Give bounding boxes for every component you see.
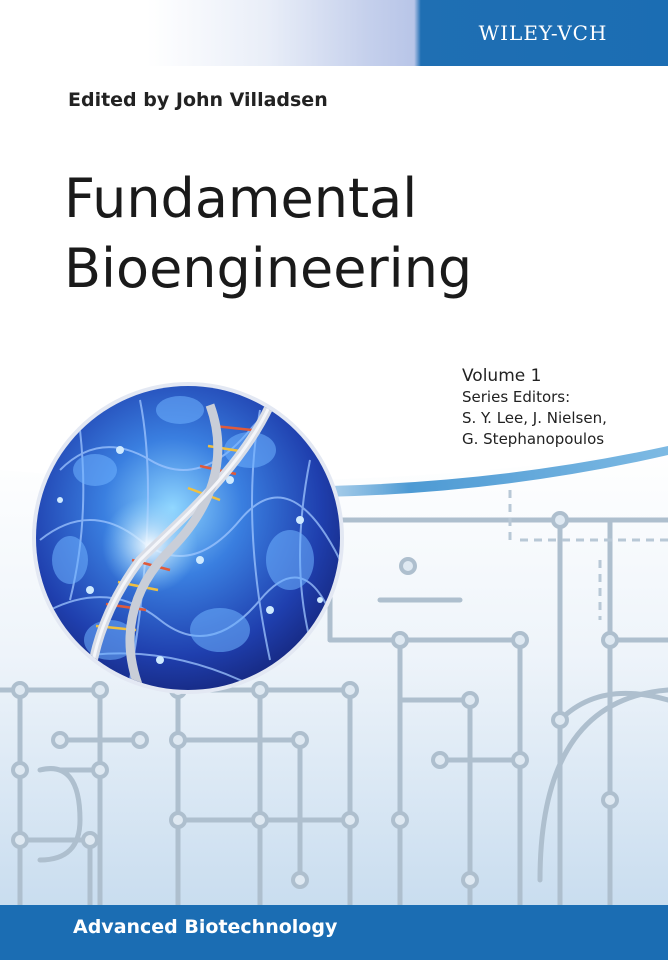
circuit-nodes — [11, 511, 619, 889]
series-editors-line-2: G. Stephanopoulos — [462, 430, 605, 448]
edited-by: Edited by John Villadsen — [68, 89, 328, 111]
volume-label: Volume 1 — [462, 366, 542, 386]
cover-artwork — [0, 382, 668, 905]
publisher-logo: WILEY-VCH — [478, 21, 608, 45]
series-band — [0, 905, 668, 960]
top-band — [0, 0, 668, 66]
title-line-1: Fundamental — [64, 167, 418, 230]
book-title: Fundamental Bioengineering — [64, 164, 472, 304]
series-editors-line-1: S. Y. Lee, J. Nielsen, — [462, 409, 607, 427]
series-name: Advanced Biotechnology — [73, 916, 338, 938]
volume-info: Volume 1 Series Editors: S. Y. Lee, J. N… — [462, 365, 607, 450]
series-editors-label: Series Editors: — [462, 388, 571, 406]
dna-sphere-illustration — [32, 382, 344, 694]
title-line-2: Bioengineering — [64, 237, 473, 300]
circuit-dashed — [508, 490, 668, 620]
